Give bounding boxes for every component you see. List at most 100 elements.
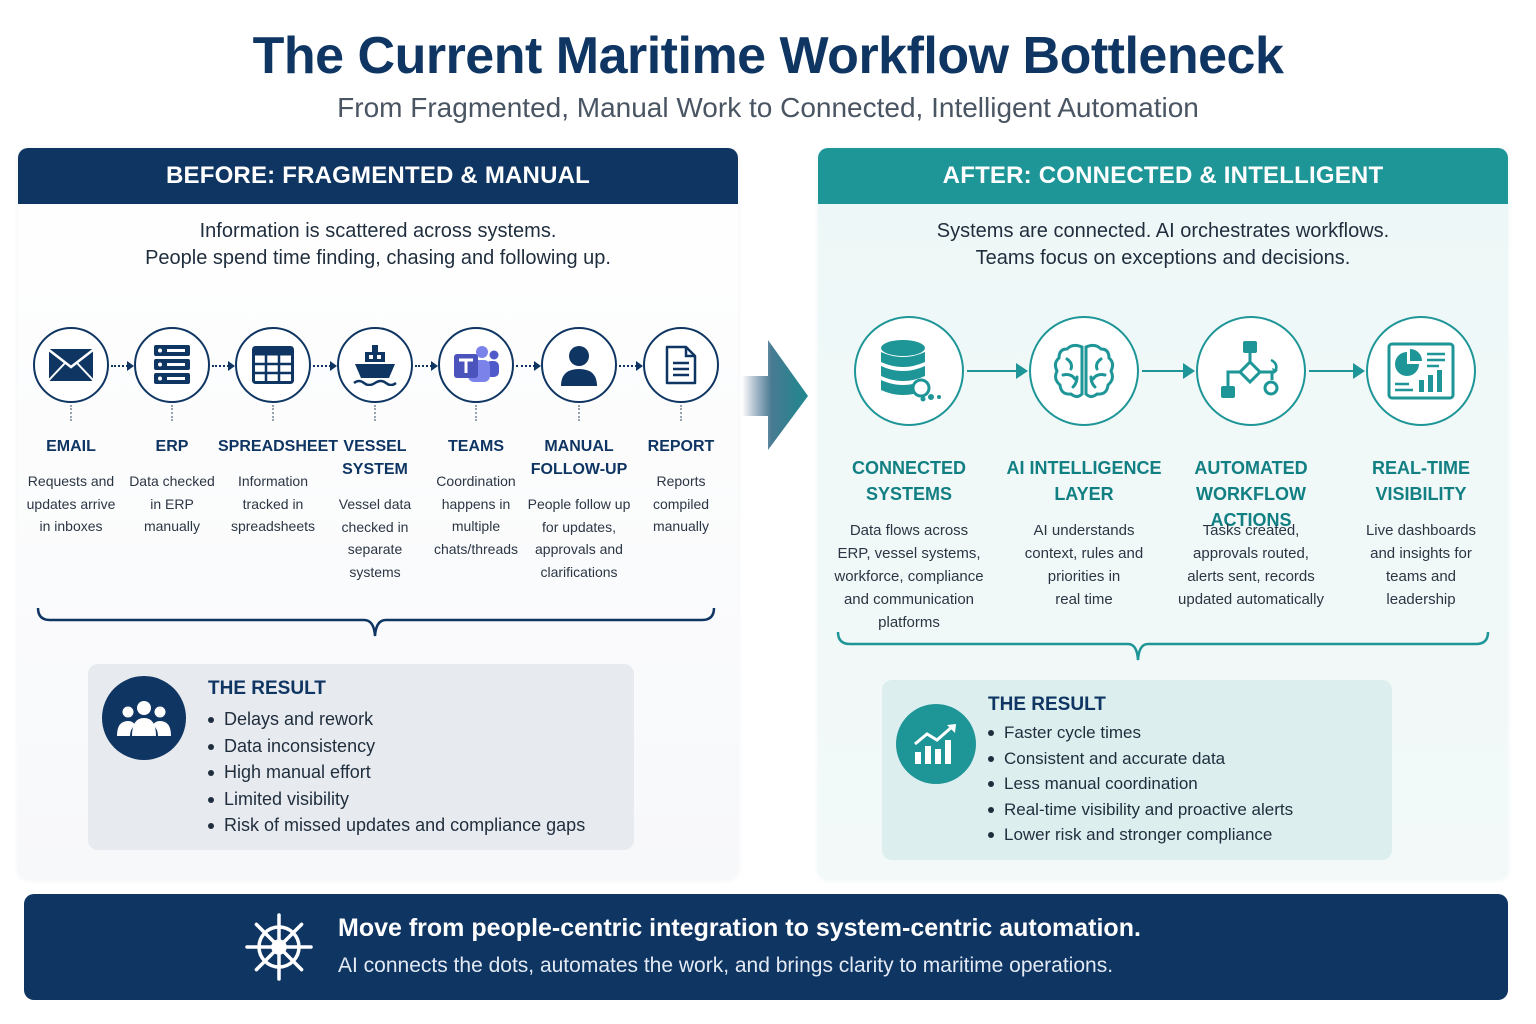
after-step-label-line2: LAYER — [1054, 484, 1114, 504]
before-brace — [36, 607, 716, 637]
before-result-title: THE RESULT — [208, 678, 326, 699]
after-step-desc: Live dashboards — [1365, 522, 1477, 539]
after-step-label-line2: VISIBILITY — [1375, 484, 1467, 504]
before-step-circle — [643, 327, 719, 403]
after-step-desc: approvals routed, — [1193, 545, 1309, 562]
before-step-label: REPORT — [647, 438, 715, 455]
before-step-desc: approvals and — [535, 541, 623, 557]
before-step-desc: multiple — [451, 518, 501, 534]
result-list-item: Consistent and accurate data — [988, 746, 1293, 772]
before-step-desc: compiled — [652, 495, 710, 512]
before-step-label: SPREADSHEET — [218, 438, 339, 455]
page-title: The Current Maritime Workflow Bottleneck — [252, 27, 1284, 85]
growth-chart-icon — [896, 704, 976, 784]
after-step-desc: leadership — [1386, 591, 1456, 608]
result-list-item: High manual effort — [208, 759, 585, 786]
after-step-desc: updated automatically — [1178, 591, 1324, 608]
after-step-desc: and insights for — [1370, 545, 1472, 562]
before-step-connector-arrow — [111, 361, 134, 371]
after-step-connector-arrow — [1309, 363, 1365, 379]
after-step-label-line2: WORKFLOW ACTIONS — [1196, 484, 1306, 530]
before-step-desc: happens in — [441, 495, 511, 512]
before-step-label: TEAMS — [448, 438, 504, 455]
after-result-title: THE RESULT — [988, 694, 1106, 715]
footer-headline: Move from people-centric integration to … — [338, 914, 1141, 942]
footer-banner: Move from people-centric integration to … — [24, 894, 1508, 1000]
after-step-connector-arrow — [1142, 363, 1195, 379]
page-subtitle: From Fragmented, Manual Work to Connecte… — [337, 92, 1199, 123]
after-step-desc: context, rules and — [1024, 545, 1144, 562]
before-step-circle — [235, 327, 311, 403]
before-step-stem — [171, 405, 173, 421]
before-lead-2: People spend time finding, chasing and f… — [145, 247, 611, 269]
after-step-desc: teams and — [1385, 568, 1457, 585]
result-list-item: Lower risk and stronger compliance — [988, 822, 1293, 848]
after-step-desc: AI understands — [1033, 522, 1135, 539]
after-step-desc: platforms — [878, 614, 940, 631]
before-step-desc: separate — [347, 541, 403, 557]
result-list-item: Data inconsistency — [208, 733, 585, 760]
before-header: BEFORE: FRAGMENTED & MANUAL — [18, 148, 738, 204]
after-step-label: AUTOMATED — [1194, 458, 1308, 478]
document-icon — [665, 345, 697, 385]
after-step-circle — [1196, 316, 1306, 426]
before-step-connector-arrow — [212, 361, 235, 371]
workflow-icon — [1219, 340, 1283, 402]
before-step-desc: Requests and — [27, 473, 115, 489]
after-header: AFTER: CONNECTED & INTELLIGENT — [818, 148, 1508, 204]
after-step-desc: priorities in — [1047, 568, 1121, 585]
before-step-desc: People follow up — [527, 496, 631, 512]
before-step-desc: for updates, — [542, 518, 616, 535]
after-step-label: REAL-TIME — [1372, 458, 1470, 478]
database-icon — [877, 338, 941, 404]
before-step-desc: checked in — [341, 518, 409, 535]
after-step-circle — [1366, 316, 1476, 426]
before-step-label: MANUAL — [544, 438, 614, 455]
footer-subline: AI connects the dots, automates the work… — [338, 954, 1114, 977]
after-lead-1: Systems are connected. AI orchestrates w… — [936, 220, 1390, 242]
before-step-circle — [337, 327, 413, 403]
before-step-stem — [475, 405, 477, 421]
before-step-connector-arrow — [313, 361, 337, 371]
before-step-desc: tracked in — [242, 495, 304, 512]
before-step-desc: manually — [143, 518, 201, 534]
before-step-desc: Data checked — [129, 473, 215, 489]
before-step-desc: chats/threads — [433, 540, 519, 557]
before-step-circle — [541, 327, 617, 403]
teams-icon — [452, 345, 500, 385]
after-step-circle — [854, 316, 964, 426]
before-step-stem — [70, 405, 72, 421]
before-step-desc: clarifications — [540, 563, 618, 580]
before-step-desc: in inboxes — [39, 518, 103, 534]
result-list-item: Limited visibility — [208, 786, 585, 813]
after-lead-2: Teams focus on exceptions and decisions. — [975, 247, 1351, 269]
before-step-stem — [374, 405, 376, 421]
ship-wheel-icon — [245, 913, 313, 981]
before-step-stem — [578, 405, 580, 421]
after-step-circle — [1029, 316, 1139, 426]
after-step-desc: and communication — [843, 591, 975, 608]
before-step-label: ERP — [155, 438, 189, 455]
before-step-desc: Reports — [656, 473, 706, 489]
before-step-circle — [438, 327, 514, 403]
before-step-desc: Vessel data — [338, 496, 412, 512]
after-step-label: AI INTELLIGENCE — [1006, 458, 1162, 478]
before-step-connector-arrow — [415, 361, 438, 371]
before-step-desc: Coordination — [436, 473, 516, 489]
after-step-desc: alerts sent, records — [1187, 568, 1315, 585]
brain-icon — [1051, 341, 1117, 401]
after-brace — [836, 631, 1490, 661]
after-step-desc: workforce, compliance — [834, 568, 984, 585]
before-step-label: VESSEL — [343, 438, 407, 455]
before-step-desc: manually — [652, 518, 710, 534]
result-list-item: Faster cycle times — [988, 720, 1293, 746]
before-step-label: EMAIL — [46, 438, 96, 455]
after-step-label-line2: SYSTEMS — [865, 484, 953, 504]
email-icon — [48, 348, 94, 382]
result-list-item: Real-time visibility and proactive alert… — [988, 797, 1293, 823]
before-step-desc: in ERP — [150, 495, 194, 512]
